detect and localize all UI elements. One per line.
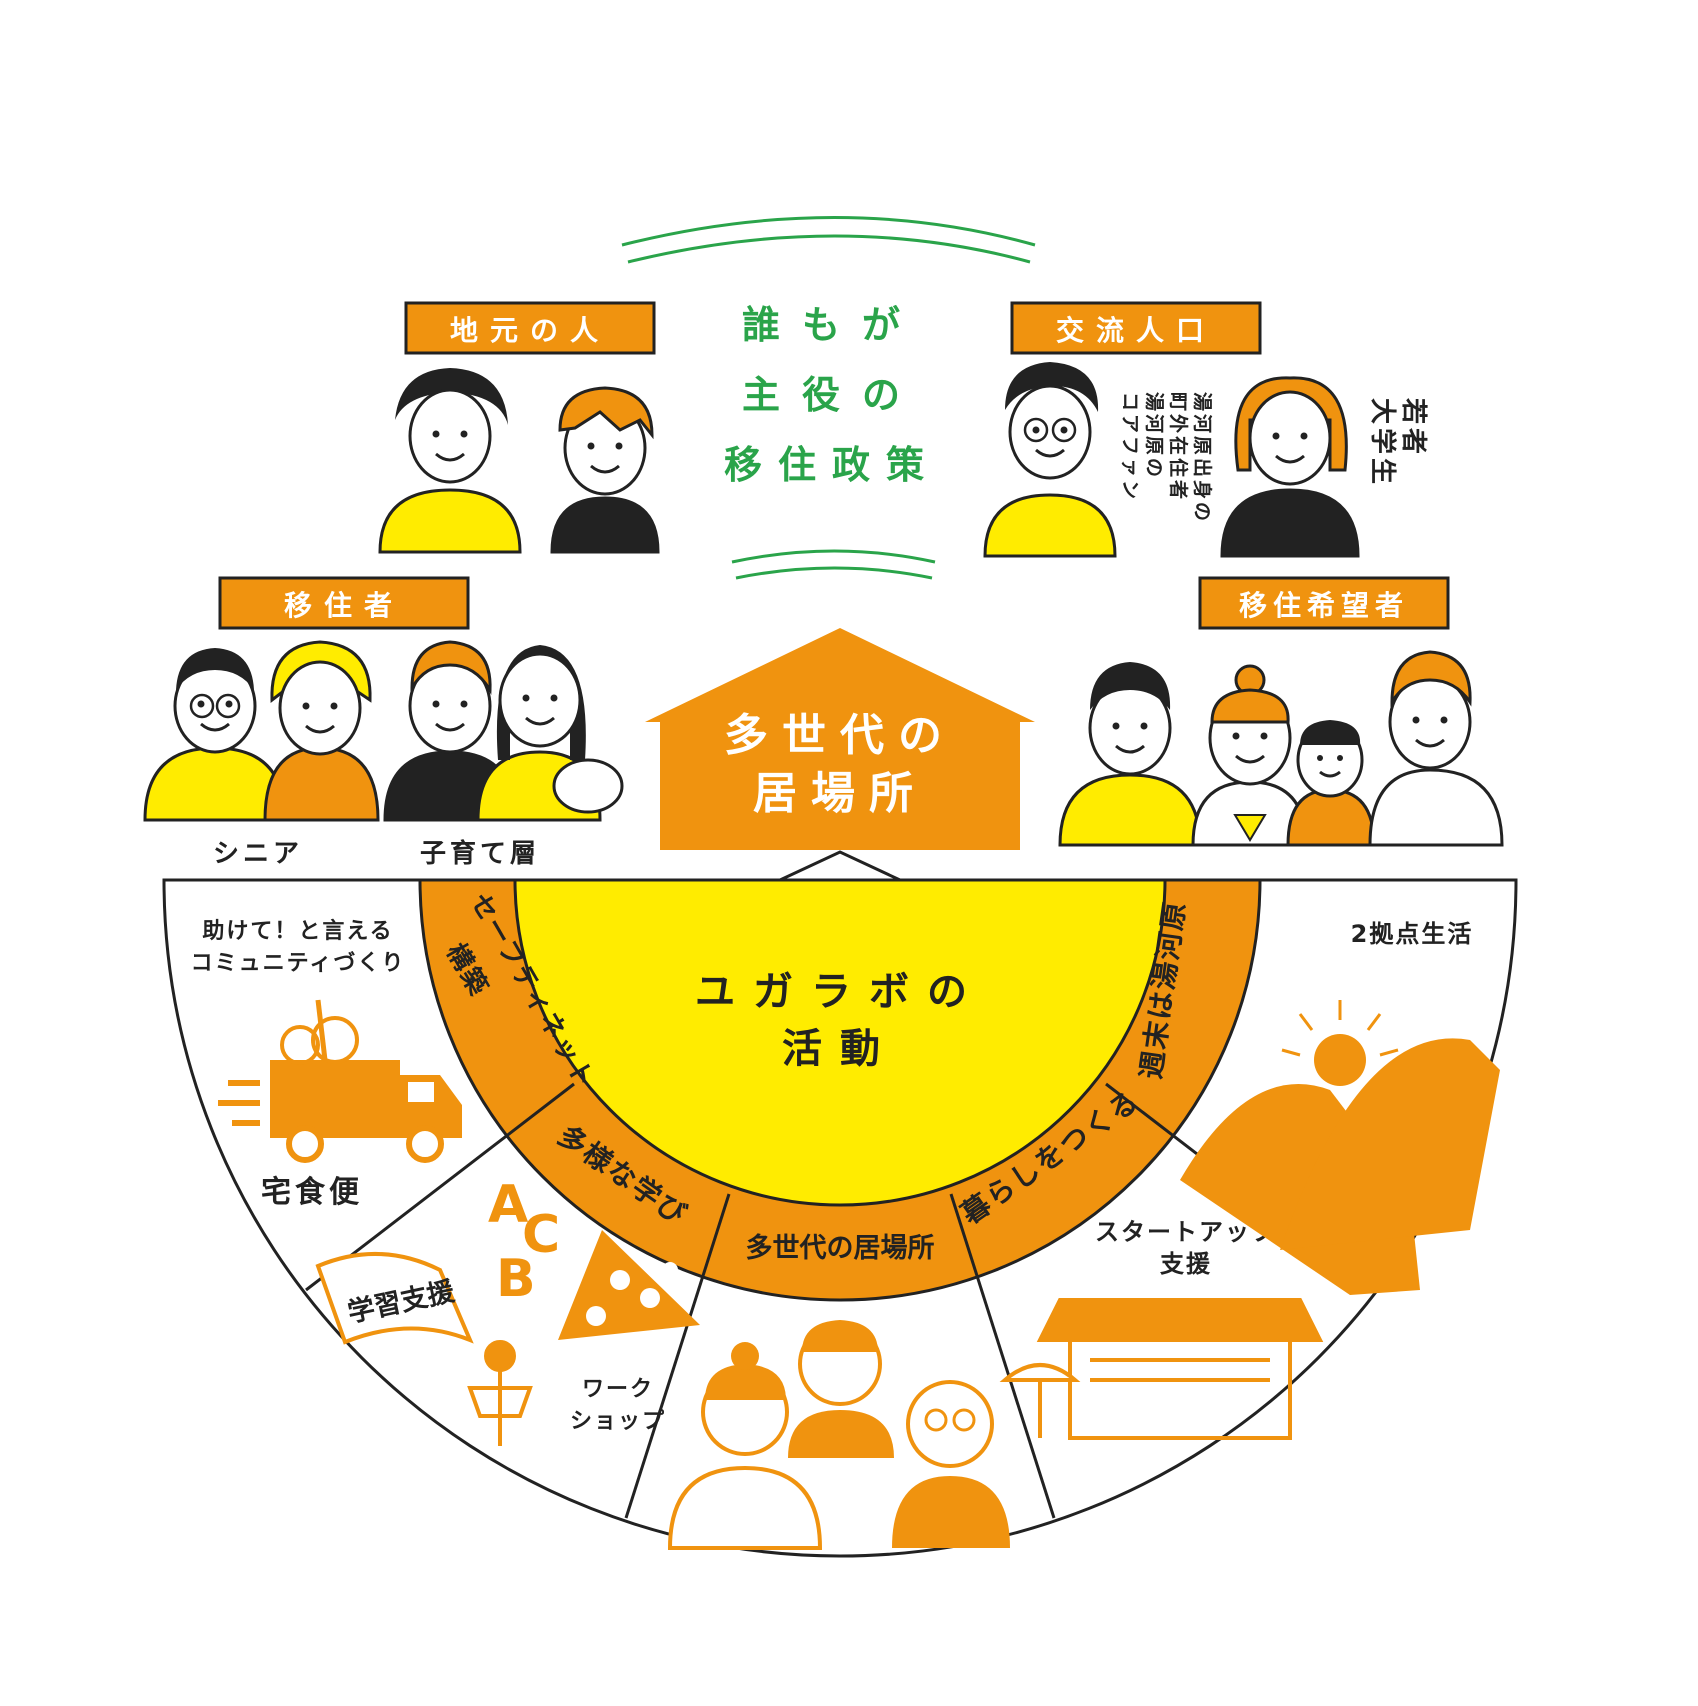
group-exchange-box: 交流人口 xyxy=(1010,301,1262,355)
outer-workshop-line-1: ワーク xyxy=(582,1377,654,1402)
label-parenting: 子育て層 xyxy=(420,838,540,869)
center-line-1: ユガラボの xyxy=(695,969,985,1015)
house-line-2: 居場所 xyxy=(753,768,927,819)
outer-community-line-1: 助けて！と言える xyxy=(202,918,393,944)
person-exchange-woman xyxy=(1220,376,1360,558)
center-circle xyxy=(513,878,1167,1207)
person-hopeful-boy xyxy=(1058,662,1202,847)
shop-icon xyxy=(999,1298,1324,1440)
label-yugawara-fan-col2: コアファン xyxy=(1119,392,1141,502)
ring-place: 多世代の居場所 xyxy=(746,1233,935,1264)
label-native-col2: 町外在住者 xyxy=(1167,392,1190,502)
house-shape: 多世代の 居場所 xyxy=(645,628,1035,850)
person-hopeful-child xyxy=(1286,720,1376,847)
outer-startup-line-2: 支援 xyxy=(1160,1250,1212,1278)
person-senior-man xyxy=(143,648,287,822)
flower-cone-icon xyxy=(558,1230,700,1340)
outer-delivery: 宅食便 xyxy=(261,1175,363,1210)
group-movers-box: 移住者 xyxy=(218,576,470,630)
house-line-1: 多世代の xyxy=(724,710,956,761)
abc-letter-b: B xyxy=(496,1249,536,1309)
group-local-label: 地元の人 xyxy=(450,314,610,347)
generation-grandpa-icon xyxy=(892,1380,1010,1548)
title-line-1: 誰もが xyxy=(742,303,922,347)
delivery-truck-icon xyxy=(218,999,462,1163)
group-local-box: 地元の人 xyxy=(404,301,656,355)
center-line-2: 活動 xyxy=(782,1026,898,1072)
group-movers-label: 移住者 xyxy=(284,589,404,622)
house-notch xyxy=(779,850,901,882)
person-hopeful-man xyxy=(1368,650,1504,847)
outer-dual-base: 2拠点生活 xyxy=(1351,920,1474,948)
person-senior-woman xyxy=(263,640,380,822)
label-student-col2: 大学生 xyxy=(1367,398,1398,488)
mountain-sun-icon xyxy=(1180,1000,1500,1295)
outer-workshop-line-2: ショップ xyxy=(570,1409,666,1434)
group-hopefuls-label: 移住希望者 xyxy=(1239,589,1409,622)
title-line-3: 移住政策 xyxy=(724,443,940,487)
person-local-boy xyxy=(550,386,660,554)
label-native-col1: 湯河原出身の xyxy=(1191,392,1214,524)
generation-child-icon xyxy=(788,1320,894,1458)
person-hopeful-girl-student xyxy=(1191,664,1308,847)
group-hopefuls-box: 移住希望者 xyxy=(1198,576,1450,630)
person-local-man xyxy=(378,368,522,554)
kendama-icon xyxy=(467,1340,533,1446)
label-senior: シニア xyxy=(213,839,303,869)
group-exchange-label: 交流人口 xyxy=(1056,314,1216,347)
title-line-2: 主役の xyxy=(742,373,922,417)
title-arcs-top xyxy=(621,216,1036,264)
person-exchange-man xyxy=(983,362,1117,558)
generation-girl-icon xyxy=(667,1342,823,1550)
label-yugawara-fan-col1: 湯河原の xyxy=(1143,392,1165,480)
abc-letter-c: C xyxy=(522,1205,560,1265)
study-book-icon xyxy=(315,1252,474,1345)
outer-community-line-2: コミュニティづくり xyxy=(191,951,406,976)
title-arcs-bottom xyxy=(731,549,936,580)
abc-letter-a: A xyxy=(488,1175,528,1235)
person-parent-woman xyxy=(476,645,624,822)
label-student-col1: 若者 xyxy=(1398,398,1428,458)
